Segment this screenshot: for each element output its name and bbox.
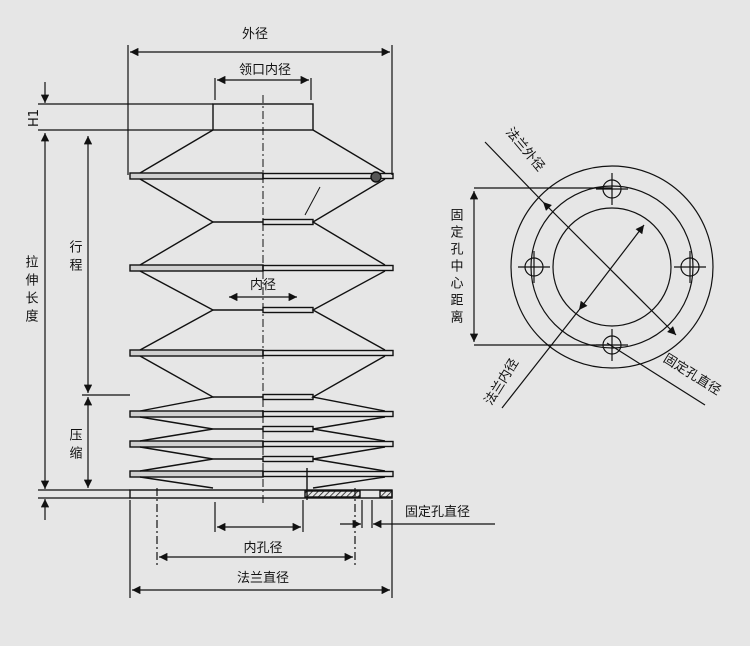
inner-ring <box>262 455 314 463</box>
bellows-disc-half <box>262 470 394 478</box>
compression-label: 压缩 <box>67 428 83 464</box>
fold-line <box>311 355 386 412</box>
flange-top-view <box>469 141 714 409</box>
dimension-lines <box>38 45 495 598</box>
bellows-disc-half <box>262 349 394 357</box>
inner-ring <box>262 393 314 401</box>
fold-line <box>139 446 214 472</box>
side-view-labels: 外径 领口内径 H1 内径 内孔径 法兰直径 固定孔直径 拉伸长度 行程 压缩 <box>23 27 471 586</box>
fixing-hole-center-distance-label: 固定孔中心距离 <box>448 208 464 327</box>
fold-line <box>139 178 215 266</box>
weld-bead <box>370 171 382 183</box>
collar-inner-diameter-label: 领口内径 <box>239 62 291 78</box>
fixing-hole-diameter-label-2: 固定孔直径 <box>660 351 723 398</box>
fold-line <box>139 476 214 489</box>
bellows-disc <box>129 440 264 448</box>
fold-line <box>312 416 386 442</box>
bellows-disc <box>129 349 264 357</box>
bellows-side-view <box>129 95 394 505</box>
inner-ring <box>262 425 314 433</box>
flange-hatch <box>379 490 393 498</box>
stretch-length-label: 拉伸长度 <box>23 255 39 327</box>
cone-line <box>312 129 386 174</box>
bellows-disc-half <box>262 264 394 272</box>
bore-diameter-label: 内孔径 <box>243 540 282 556</box>
fold-line <box>312 476 386 489</box>
cone-line <box>139 129 214 174</box>
stroke-label: 行程 <box>67 240 83 276</box>
fixing-hole-diameter-label: 固定孔直径 <box>405 505 470 520</box>
fold-line <box>311 270 386 351</box>
flange-diameter-label: 法兰直径 <box>237 571 289 586</box>
inner-ring <box>262 218 314 226</box>
bellows-disc <box>129 410 264 418</box>
fold-line <box>311 178 386 266</box>
fold-line <box>139 416 214 442</box>
flange-inner-diameter-label: 法兰内径 <box>481 356 522 409</box>
flange-hatch <box>304 490 361 498</box>
fold-line <box>139 355 216 412</box>
outer-diameter-label: 外径 <box>242 27 268 42</box>
bellows-disc <box>129 470 264 478</box>
inner-ring <box>262 306 314 314</box>
h1-label: H1 <box>27 109 42 127</box>
inner-diameter-label: 内径 <box>250 277 276 293</box>
bellows-disc-half <box>262 172 394 180</box>
bellows-disc <box>129 172 264 180</box>
bellows-disc-half <box>262 410 394 418</box>
leader-line <box>304 186 321 216</box>
fold-line <box>139 270 215 351</box>
fold-line <box>312 446 386 472</box>
flange-outer-circle <box>510 165 714 369</box>
bellows-disc <box>129 264 264 272</box>
bellows-disc-half <box>262 440 394 448</box>
